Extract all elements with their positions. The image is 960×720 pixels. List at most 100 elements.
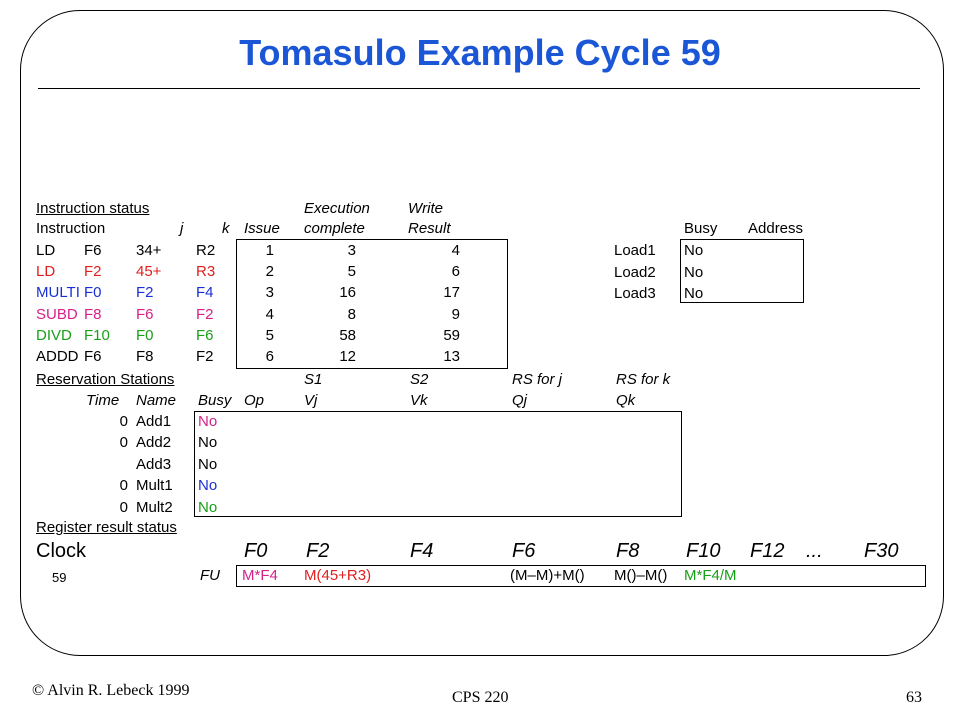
- fu-value-f10: M*F4/M: [684, 567, 737, 584]
- k-col-header: k: [222, 220, 230, 237]
- instruction-issue: 6: [265, 348, 274, 365]
- register-header-4: F6: [512, 540, 536, 562]
- load-buffers-box: [680, 239, 804, 303]
- register-status-label: Register result status: [36, 519, 177, 536]
- slide-frame: [20, 10, 944, 656]
- register-header-7: F12: [750, 540, 785, 562]
- rs-busy: No: [198, 413, 218, 430]
- instruction-complete: 3: [347, 242, 356, 259]
- rs-busy-col-header: Busy: [198, 392, 232, 409]
- instruction-complete: 58: [339, 326, 356, 344]
- register-header-5: F8: [616, 540, 640, 562]
- instruction-issue: 5: [265, 326, 274, 344]
- complete-col-header: complete: [304, 220, 365, 237]
- result-col-header: Result: [408, 220, 451, 237]
- qk-col-header: Qk: [616, 392, 636, 409]
- clock-label: Clock: [36, 540, 87, 562]
- rs-busy: No: [198, 434, 218, 452]
- rs-busy: No: [198, 498, 218, 516]
- register-header-3: F4: [410, 540, 434, 562]
- instruction-result: 6: [451, 263, 460, 281]
- register-header-2: F2: [306, 540, 330, 562]
- register-header-1: F0: [244, 540, 268, 562]
- rs-for-k-header: RS for k: [616, 371, 671, 388]
- instruction-op: DIVD: [36, 326, 72, 344]
- instruction-result: 4: [451, 242, 460, 259]
- instruction-j: F2: [136, 284, 154, 302]
- instruction-op: SUBD: [36, 305, 78, 323]
- instruction-op: LD: [36, 242, 56, 259]
- fu-value-f0: M*F4: [242, 567, 278, 584]
- fu-value-f2: M(45+R3): [304, 567, 372, 584]
- load-buffer-busy: No: [684, 263, 704, 281]
- vj-col-header: Vj: [304, 392, 318, 409]
- footer-course: CPS 220: [452, 689, 509, 706]
- register-status-box: [236, 565, 926, 587]
- instruction-issue: 1: [265, 242, 274, 259]
- j-col-header: j: [180, 220, 184, 237]
- fu-label: FU: [200, 567, 220, 584]
- register-header-6: F10: [686, 540, 721, 562]
- load-address-header: Address: [748, 220, 804, 237]
- qj-col-header: Qj: [512, 392, 527, 409]
- rs-busy: No: [198, 477, 218, 495]
- rs-name: Add3: [136, 455, 172, 473]
- instruction-k: F4: [196, 284, 214, 302]
- rs-name: Add2: [136, 434, 172, 452]
- rs-time: 0: [119, 413, 128, 430]
- load-busy-header: Busy: [684, 220, 718, 237]
- instruction-issue: 4: [265, 305, 274, 323]
- instruction-k: R3: [196, 263, 216, 281]
- fu-value-f8: M()–M(): [614, 567, 668, 584]
- load-buffer-name: Load2: [614, 263, 656, 281]
- op-col-header: Op: [244, 392, 265, 409]
- reservation-stations-box: [194, 411, 682, 517]
- rs-name: Mult1: [136, 477, 173, 495]
- instruction-result: 59: [443, 326, 460, 344]
- rs-busy: No: [198, 455, 218, 473]
- rs-name: Add1: [136, 413, 172, 430]
- rs-time: 0: [119, 434, 128, 452]
- load-buffer-busy: No: [684, 242, 704, 259]
- instruction-col-header: Instruction: [36, 220, 106, 237]
- issue-col-header: Issue: [244, 220, 280, 237]
- instruction-j: F8: [136, 348, 154, 365]
- write-header: Write: [408, 200, 443, 217]
- instruction-dest: F6: [84, 348, 102, 365]
- instruction-result: 13: [443, 348, 460, 365]
- rs-name: Mult2: [136, 498, 173, 516]
- rs-time: 0: [119, 498, 128, 516]
- footer-copyright: © Alvin R. Lebeck 1999: [32, 682, 190, 699]
- instruction-j: F0: [136, 326, 154, 344]
- s2-header: S2: [410, 371, 429, 388]
- instruction-complete: 12: [339, 348, 356, 365]
- instruction-dest: F8: [84, 305, 102, 323]
- instruction-k: F2: [196, 348, 214, 365]
- vk-col-header: Vk: [410, 392, 428, 409]
- instruction-j: 45+: [136, 263, 162, 281]
- instruction-op: MULTI: [36, 284, 80, 302]
- register-header-9: F30: [864, 540, 899, 562]
- time-col-header: Time: [86, 392, 120, 409]
- instruction-op: LD: [36, 263, 56, 281]
- instruction-dest: F2: [84, 263, 102, 281]
- clock-value: 59: [52, 570, 67, 585]
- instruction-op: ADDD: [36, 348, 79, 365]
- execution-header: Execution: [304, 200, 370, 217]
- instruction-dest: F10: [84, 326, 110, 344]
- load-buffer-name: Load3: [614, 285, 656, 302]
- instruction-result: 17: [443, 284, 460, 302]
- rs-time: 0: [119, 477, 128, 495]
- instruction-k: F2: [196, 305, 214, 323]
- instruction-issue: 3: [265, 284, 274, 302]
- slide-title: Tomasulo Example Cycle 59: [239, 32, 721, 73]
- instruction-complete: 5: [347, 263, 356, 281]
- footer-page-number: 63: [906, 689, 922, 706]
- instruction-issue: 2: [265, 263, 274, 281]
- name-col-header: Name: [136, 392, 177, 409]
- fu-value-f6: (M–M)+M(): [510, 567, 585, 584]
- reservation-stations-label: Reservation Stations: [36, 371, 175, 388]
- title-divider: [38, 88, 920, 89]
- instruction-j: F6: [136, 305, 154, 323]
- load-buffer-busy: No: [684, 285, 704, 302]
